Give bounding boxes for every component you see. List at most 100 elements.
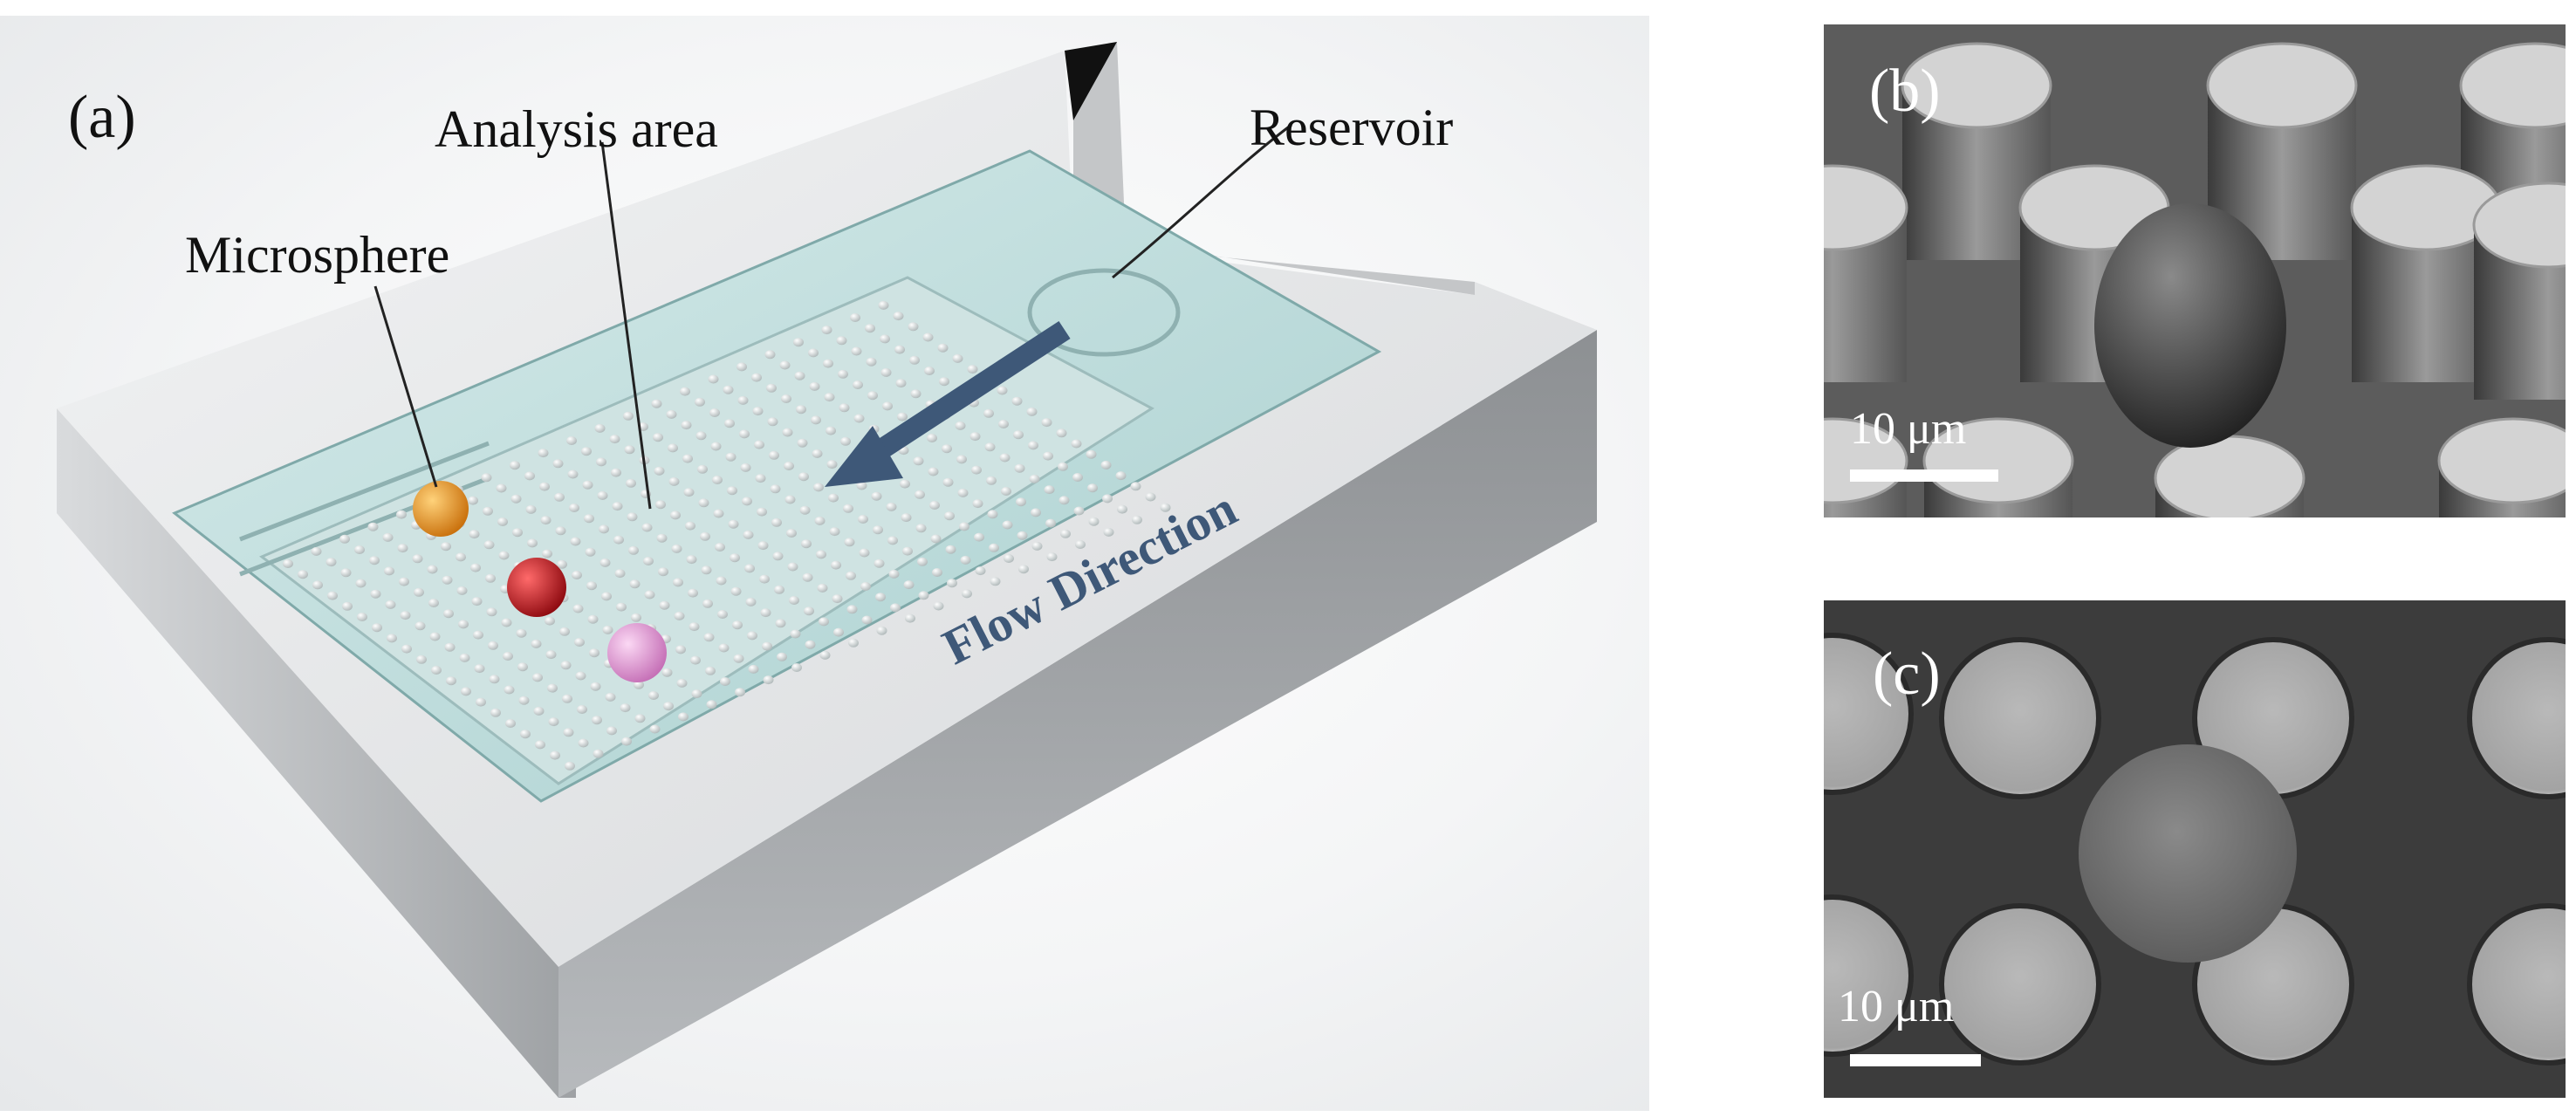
- micro-pillar: [999, 453, 1011, 463]
- micro-pillar: [675, 645, 686, 654]
- micro-pillar: [997, 386, 1008, 395]
- micro-pillar: [886, 502, 897, 511]
- reservoir-ring: [1027, 268, 1181, 357]
- micro-pillar: [913, 456, 924, 466]
- micro-pillar: [678, 712, 689, 722]
- micro-pillar: [562, 694, 572, 703]
- micro-pillar: [902, 546, 913, 556]
- microsphere-leader-line: [373, 285, 438, 488]
- sem-pillar: [1824, 164, 1908, 382]
- micro-pillar: [939, 377, 949, 387]
- micro-pillar: [596, 457, 606, 467]
- micro-pillar: [817, 583, 828, 593]
- micro-pillar: [819, 617, 829, 627]
- micro-pillar: [486, 607, 497, 617]
- micro-pillar: [915, 490, 925, 499]
- micro-pillar: [497, 517, 508, 526]
- panel-c-label: (c): [1873, 641, 1941, 708]
- micro-pillar: [540, 516, 552, 525]
- micro-pillar: [880, 334, 890, 344]
- micro-pillar: [922, 332, 934, 342]
- micro-pillar: [701, 565, 712, 575]
- micro-pillar: [880, 367, 892, 377]
- micro-pillar: [648, 691, 659, 700]
- micro-pillar: [592, 716, 602, 725]
- micro-pillar: [594, 423, 606, 433]
- micro-pillar: [1102, 494, 1113, 504]
- micro-pillar: [597, 490, 608, 500]
- sem-pillar-top: [1824, 633, 1914, 795]
- micro-pillar: [485, 573, 496, 583]
- chip-front-face: [57, 408, 576, 1098]
- micro-pillar: [1044, 485, 1055, 495]
- micro-pillar: [802, 572, 813, 582]
- micro-pillar: [764, 350, 776, 360]
- micro-pillar: [1086, 449, 1097, 459]
- micro-pillar: [766, 383, 777, 393]
- micro-pillar: [1045, 518, 1056, 528]
- micro-pillar: [552, 459, 564, 469]
- micro-pillar: [626, 478, 636, 488]
- micro-pillar: [496, 483, 507, 493]
- micro-pillar: [876, 626, 887, 635]
- micro-pillar: [340, 568, 352, 578]
- micro-pillar: [793, 338, 804, 347]
- micro-pillar: [680, 387, 690, 396]
- sem-pillar-top: [2467, 637, 2566, 799]
- micro-pillar: [641, 523, 653, 532]
- micro-pillar: [917, 557, 928, 566]
- micro-pillar: [853, 414, 865, 423]
- micro-pillar: [471, 597, 483, 606]
- micro-pillar: [354, 545, 365, 554]
- micro-pillar: [612, 502, 623, 511]
- micro-pillar: [627, 512, 638, 522]
- micro-pillar: [751, 373, 762, 382]
- micro-pillar: [744, 564, 755, 573]
- micro-pillar: [779, 360, 791, 370]
- micro-pillar: [634, 680, 644, 689]
- micro-pillar: [565, 761, 575, 771]
- micro-pillar: [539, 482, 550, 491]
- micro-pillar: [832, 594, 843, 604]
- micro-pillar: [813, 483, 824, 492]
- micro-pillar: [586, 581, 597, 591]
- micro-pillar: [873, 525, 883, 535]
- micro-pillar: [826, 460, 838, 469]
- micro-pillar: [512, 528, 523, 538]
- micro-pillar: [605, 692, 616, 702]
- micro-pillar: [357, 613, 367, 621]
- micro-pillar: [670, 511, 681, 520]
- micro-pillar: [984, 442, 996, 452]
- micro-pillar: [736, 362, 747, 372]
- micro-pillar: [1058, 496, 1070, 505]
- panel-b-sem-tilted: (b) 10 μm: [1824, 24, 2566, 517]
- micro-pillar: [1043, 451, 1053, 461]
- micro-pillar: [431, 666, 442, 675]
- micro-pillar: [643, 557, 654, 565]
- micro-pillar: [656, 533, 668, 543]
- sem-pillar-top: [1939, 903, 2101, 1066]
- micro-pillar: [937, 343, 949, 353]
- micro-pillar: [871, 491, 882, 501]
- micro-pillar: [748, 664, 759, 674]
- micro-pillar: [589, 648, 599, 658]
- micro-pillar: [705, 666, 716, 675]
- micro-pillar: [740, 463, 751, 472]
- micro-pillar: [682, 454, 693, 463]
- micro-pillar: [659, 600, 670, 610]
- micro-pillar: [557, 559, 567, 569]
- micro-pillar: [459, 653, 470, 662]
- micro-pillar: [727, 486, 737, 496]
- micro-pillar: [1056, 428, 1067, 438]
- micro-pillar: [674, 611, 685, 620]
- micro-pillar: [826, 426, 836, 435]
- micro-pillar: [666, 409, 677, 419]
- micro-pillar: [575, 671, 586, 681]
- micro-pillar: [524, 471, 535, 481]
- scale-bar-b: [1850, 469, 1998, 482]
- micro-pillar: [673, 578, 683, 587]
- micro-pillar: [668, 443, 678, 453]
- micro-pillar: [874, 558, 885, 568]
- micro-pillar: [990, 577, 1001, 586]
- scale-text-c: 10 μm: [1838, 982, 1955, 1031]
